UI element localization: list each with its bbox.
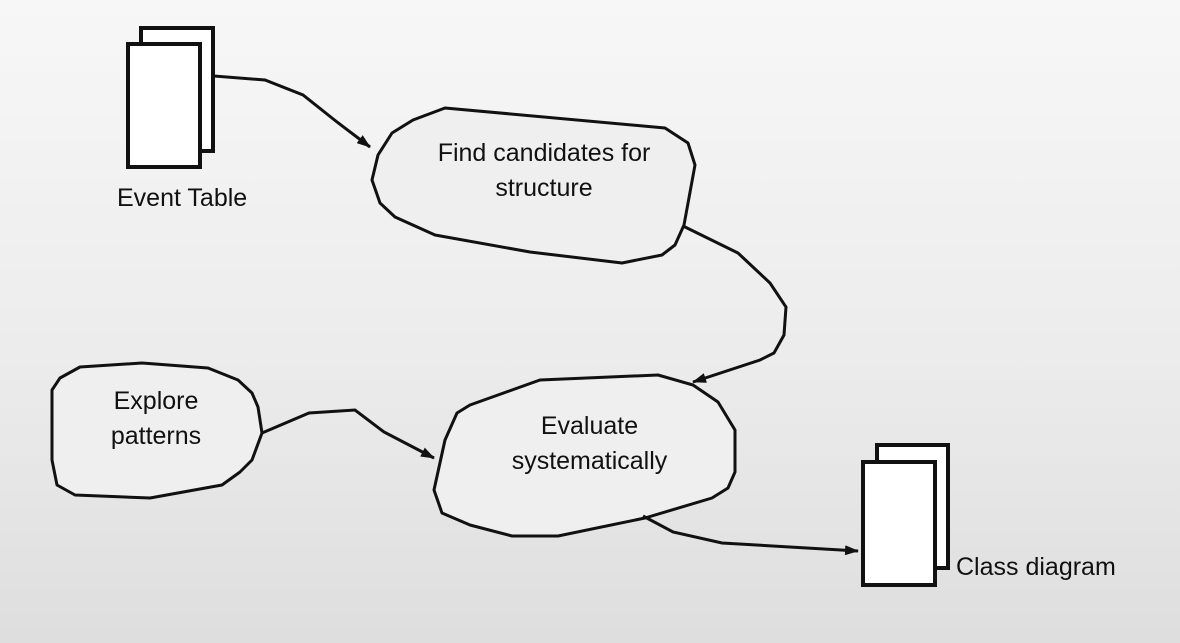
flow-explore-patterns-to-evaluate [261, 408, 435, 460]
explore-patterns-label: Explore patterns [110, 387, 202, 450]
find-candidates-label: Find candidates for structure [437, 139, 651, 202]
evaluate-process-shape [432, 373, 737, 538]
class-diagram-label: Class diagram [956, 553, 1116, 581]
find-candidates-process-shape [370, 106, 697, 265]
evaluate-label: Evaluate systematically [511, 412, 668, 475]
class-diagram-document-icon [861, 443, 950, 587]
flow-event-table-to-find-candidates [213, 74, 371, 149]
flow-evaluate-to-class-diagram [642, 514, 859, 556]
flow-find-candidates-to-evaluate [682, 224, 788, 384]
explore-patterns-process-shape [50, 361, 264, 500]
event-table-document-icon [126, 26, 215, 169]
event-table-label: Event Table [117, 184, 248, 212]
